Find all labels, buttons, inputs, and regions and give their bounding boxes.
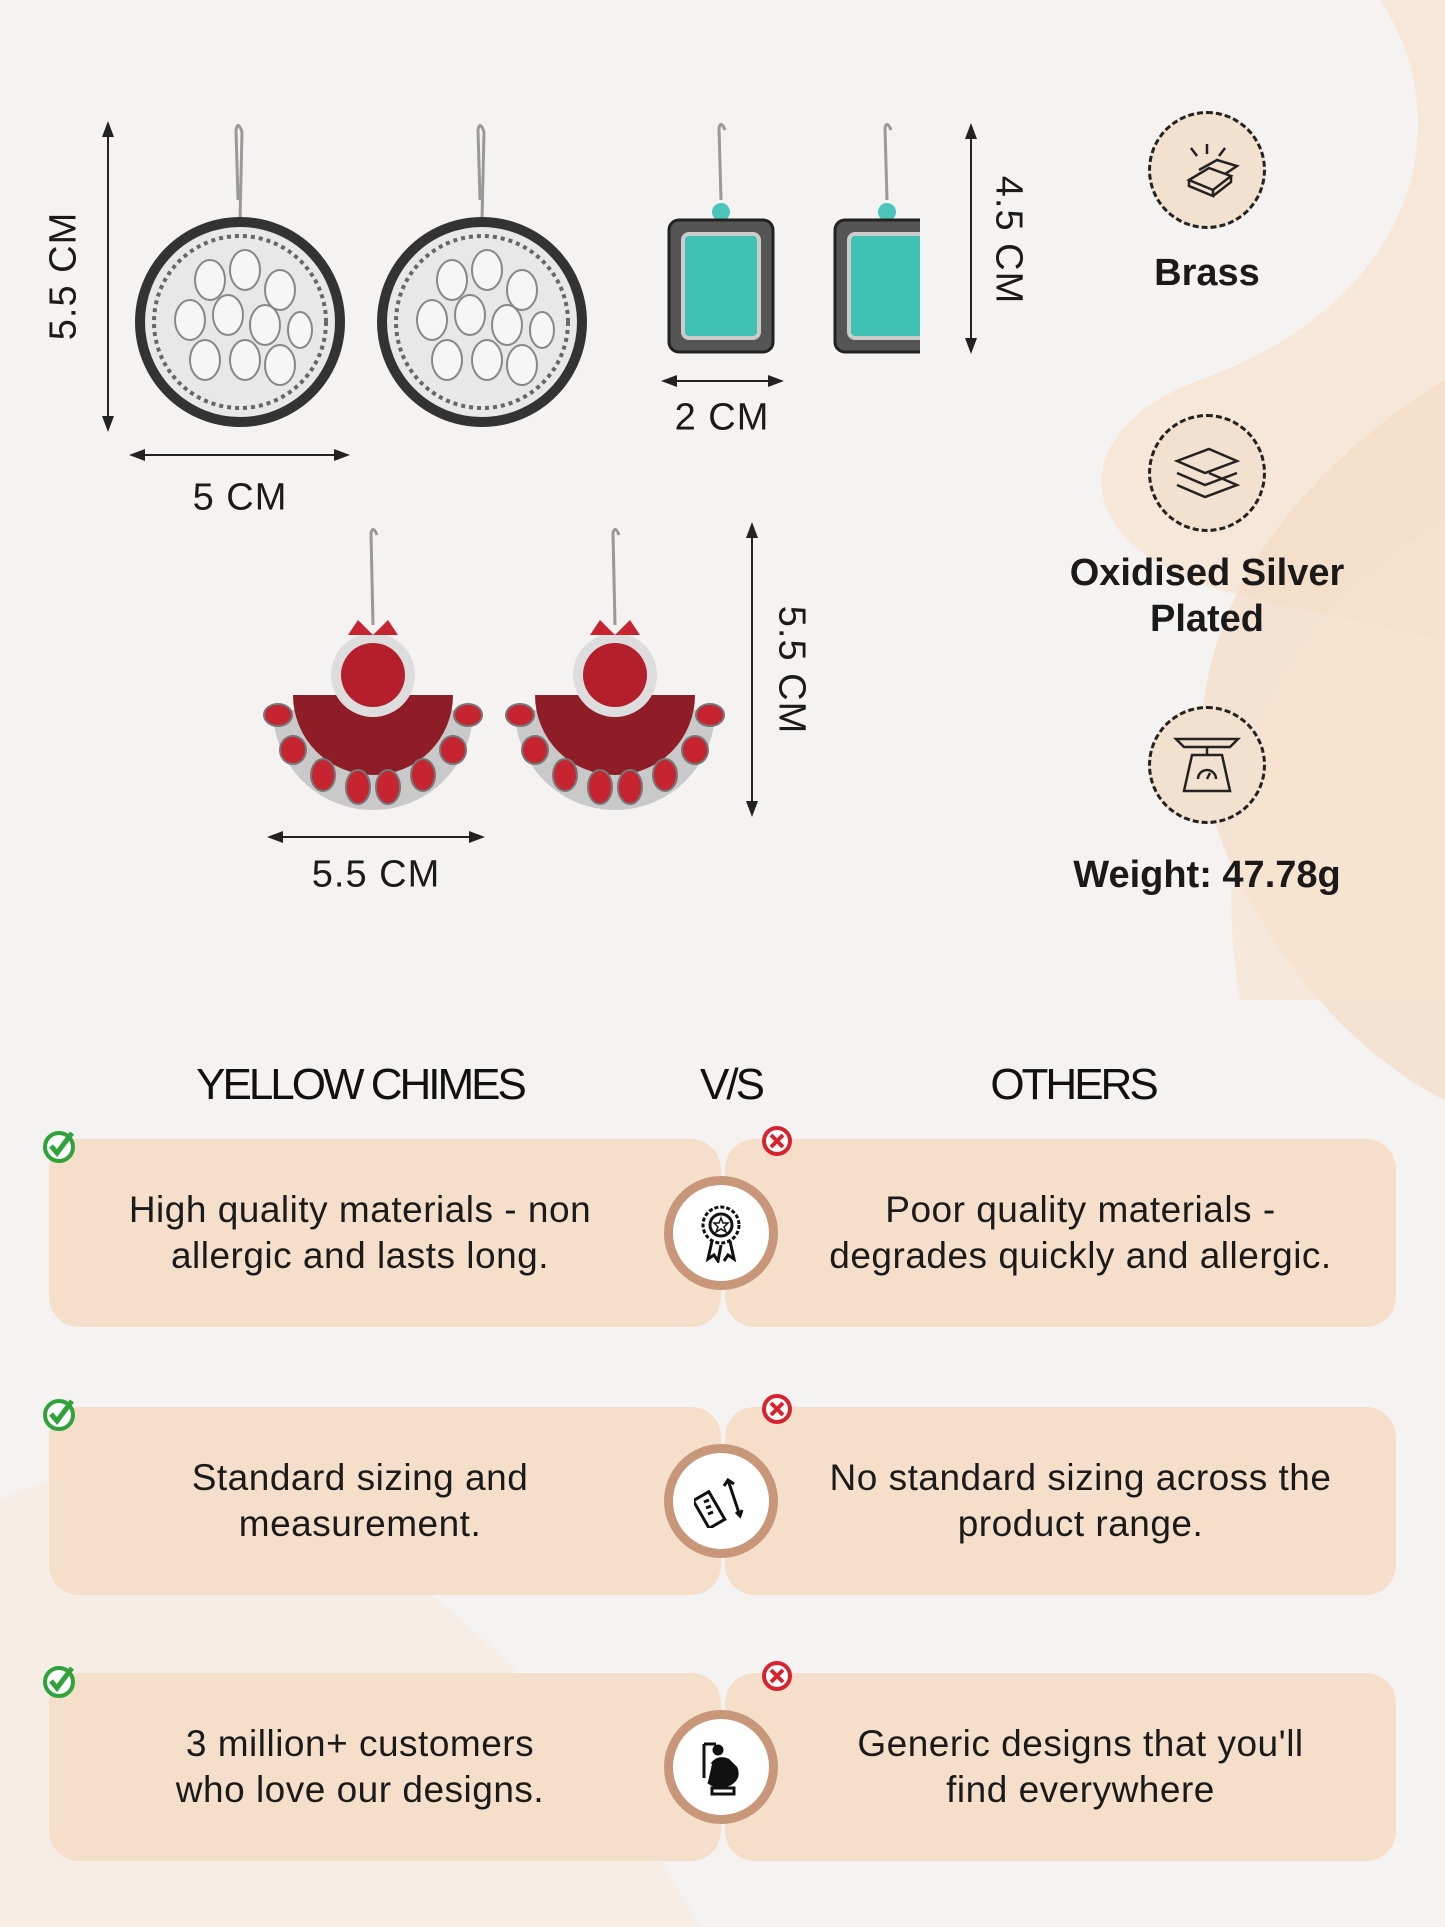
others-card-3: Generic designs that you'll find everywhe… — [725, 1673, 1396, 1861]
yc-text-line1: High quality materials - non — [128, 1189, 592, 1230]
round-crystal-earrings — [135, 124, 587, 427]
turquoise-square-earrings — [667, 123, 920, 354]
square-earring-height-label: 4.5 CM — [987, 175, 1030, 305]
plating-label-line2: Plated — [1149, 598, 1265, 640]
yellow-chimes-heading: YELLOW CHIMES — [196, 1060, 527, 1109]
others-text-line1: Generic designs that you'll — [857, 1723, 1304, 1764]
square-earring-width-label: 2 CM — [674, 396, 770, 439]
weighing-scale-icon — [1148, 706, 1266, 824]
yc-text-line2: allergic and lasts long. — [170, 1235, 550, 1276]
others-heading: OTHERS — [990, 1060, 1158, 1109]
vs-heading: V/S — [700, 1060, 765, 1109]
material-brass-label: Brass — [1154, 252, 1260, 294]
brass-bars-icon — [1148, 111, 1266, 229]
award-badge-icon — [664, 1176, 778, 1290]
yc-text-line1: Standard sizing and — [191, 1457, 529, 1498]
red-earring-height-label: 5.5 CM — [770, 605, 813, 735]
yc-card-3: 3 million+ customers who love our designs… — [49, 1673, 721, 1861]
check-icon — [43, 1399, 75, 1431]
others-text-line1: No standard sizing across the — [829, 1457, 1332, 1498]
round-earring-height-label: 5.5 CM — [42, 211, 85, 341]
yc-card-2: Standard sizing and measurement. — [49, 1407, 721, 1595]
others-text-line2: degrades quickly and allergic. — [829, 1235, 1332, 1276]
others-text-line2: find everywhere — [946, 1769, 1215, 1810]
yc-text-line2: who love our designs. — [175, 1769, 545, 1810]
customer-love-icon — [664, 1710, 778, 1824]
red-stone-earrings — [263, 528, 725, 810]
check-icon — [43, 1131, 75, 1163]
others-card-1: Poor quality materials - degrades quickly… — [725, 1139, 1396, 1327]
others-text-line2: product range. — [957, 1503, 1204, 1544]
yc-card-1: High quality materials - non allergic and… — [49, 1139, 721, 1327]
others-card-2: No standard sizing across the product ran… — [725, 1407, 1396, 1595]
ruler-measure-icon — [664, 1444, 778, 1558]
cross-icon — [762, 1126, 792, 1156]
round-earring-width-label: 5 CM — [192, 476, 288, 519]
layers-icon — [1148, 414, 1266, 532]
others-text-line1: Poor quality materials - — [885, 1189, 1276, 1230]
check-icon — [43, 1666, 75, 1698]
plating-label-line1: Oxidised Silver — [1069, 552, 1345, 594]
yc-text-line2: measurement. — [238, 1503, 482, 1544]
red-earring-width-label: 5.5 CM — [311, 853, 441, 896]
cross-icon — [762, 1394, 792, 1424]
yc-text-line1: 3 million+ customers — [185, 1723, 535, 1764]
weight-label: Weight: 47.78g — [1073, 854, 1341, 896]
cross-icon — [762, 1661, 792, 1691]
